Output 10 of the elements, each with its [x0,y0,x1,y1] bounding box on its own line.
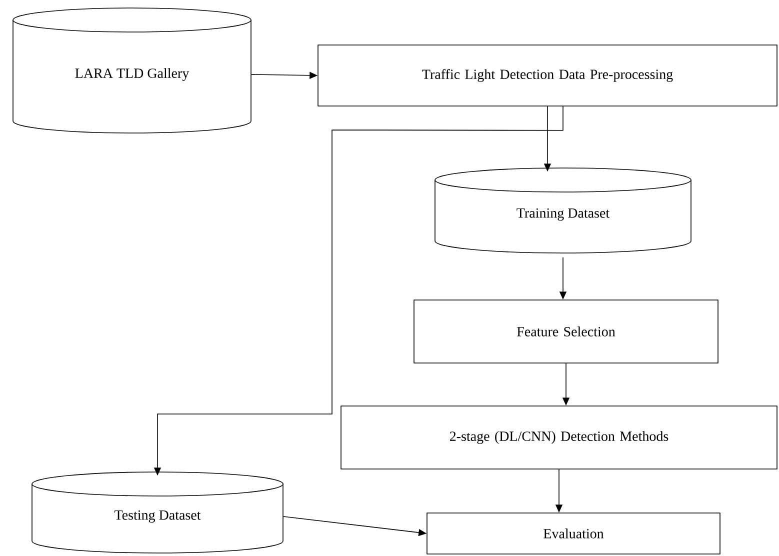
database-cylinder: Training Dataset [434,168,692,254]
process-box: Feature Selection [414,300,718,364]
database-cylinder: Testing Dataset [32,472,284,554]
node-label: Testing Dataset [114,510,201,523]
database-cylinder: LARA TLD Gallery [12,8,252,134]
process-box: Evaluation [426,512,720,554]
process-box: Traffic Light Detection Data Pre-processing [318,44,778,106]
node-label: Training Dataset [516,208,610,221]
node-label: LARA TLD Gallery [75,68,190,81]
process-box: 2-stage (DL/CNN) Detection Methods [340,406,778,470]
